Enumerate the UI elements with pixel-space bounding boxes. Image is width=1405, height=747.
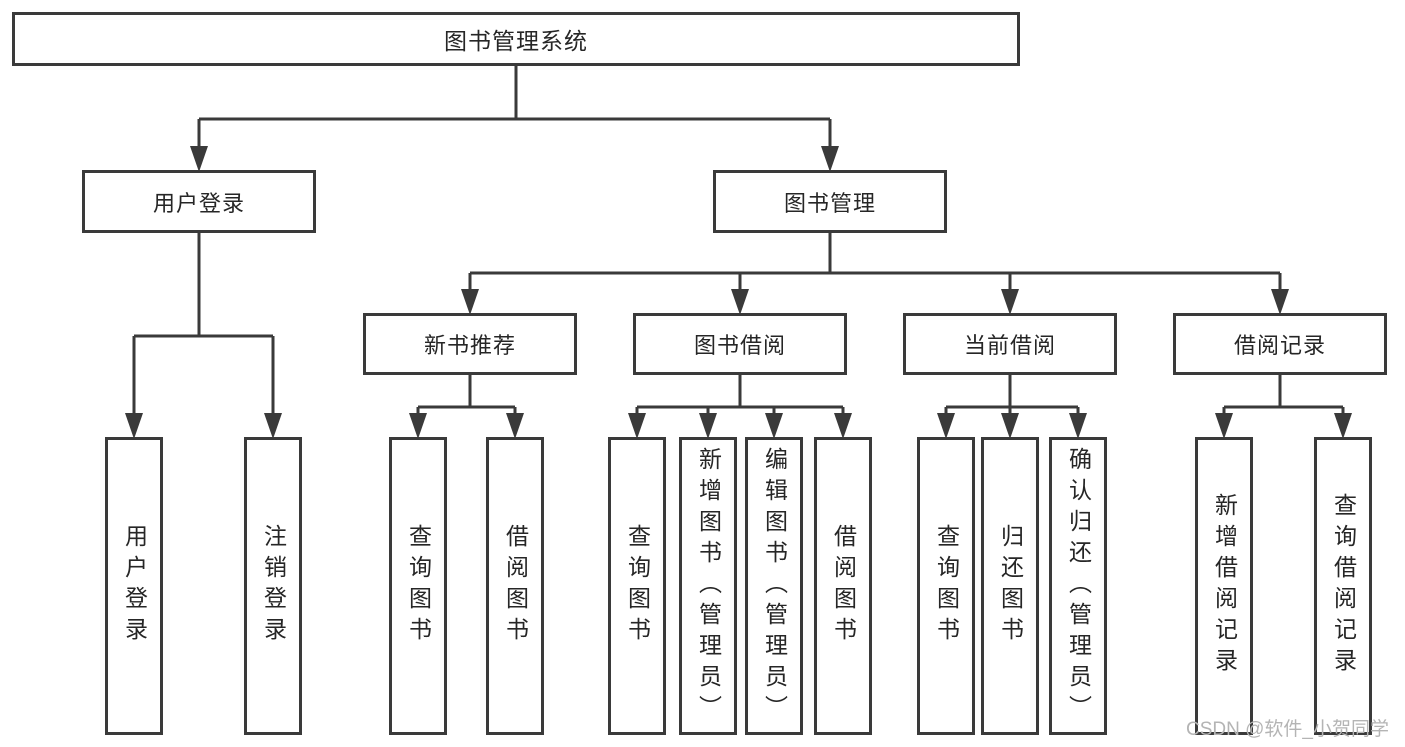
leaf-borrowing-edit-books-admin-label: 编辑图书（管理员） — [761, 446, 788, 726]
leaf-current-query-books: 查询图书 — [917, 437, 975, 735]
node-user-login-label: 用户登录 — [152, 190, 245, 216]
node-borrowing-records-label: 借阅记录 — [1233, 333, 1326, 358]
node-current-borrowing: 当前借阅 — [903, 313, 1117, 375]
node-new-book-recommend: 新书推荐 — [363, 313, 577, 375]
arrowhead-icon — [821, 146, 839, 172]
node-current-borrowing-label: 当前借阅 — [963, 333, 1056, 358]
arrowhead-icon — [937, 413, 955, 439]
node-book-management-label: 图书管理 — [783, 190, 876, 216]
leaf-recommend-query-books: 查询图书 — [389, 437, 447, 735]
leaf-borrowing-add-books-admin: 新增图书（管理员） — [679, 437, 737, 735]
node-book-management: 图书管理 — [713, 170, 947, 233]
arrowhead-icon — [1215, 413, 1233, 439]
leaf-borrowing-borrow-books-label: 借阅图书 — [830, 524, 857, 648]
node-library-management-system: 图书管理系统 — [12, 12, 1020, 66]
arrowhead-icon — [461, 289, 479, 315]
leaf-borrowing-query-books-label: 查询图书 — [624, 524, 651, 648]
arrowhead-icon — [264, 413, 282, 439]
node-book-borrowing: 图书借阅 — [633, 313, 847, 375]
csdn-watermark: CSDN @软件_小贺同学 — [1186, 719, 1389, 740]
node-borrowing-records: 借阅记录 — [1173, 313, 1387, 375]
leaf-recommend-borrow-books-label: 借阅图书 — [502, 524, 529, 648]
arrowhead-icon — [699, 413, 717, 439]
leaf-current-return-books: 归还图书 — [981, 437, 1039, 735]
leaf-current-confirm-return-admin: 确认归还（管理员） — [1049, 437, 1107, 735]
arrowhead-icon — [1271, 289, 1289, 315]
leaf-current-return-books-label: 归还图书 — [997, 524, 1024, 648]
leaf-user-login: 用户登录 — [105, 437, 163, 735]
arrowhead-icon — [1001, 413, 1019, 439]
arrowhead-icon — [409, 413, 427, 439]
arrowhead-icon — [1001, 289, 1019, 315]
leaf-recommend-query-books-label: 查询图书 — [405, 524, 432, 648]
leaf-current-query-books-label: 查询图书 — [933, 524, 960, 648]
connector-paths — [132, 66, 1345, 420]
arrowhead-icon — [628, 413, 646, 439]
node-book-borrowing-label: 图书借阅 — [693, 333, 786, 358]
arrowhead-icon — [1334, 413, 1352, 439]
leaf-logout: 注销登录 — [244, 437, 302, 735]
leaf-records-add-borrow-record-label: 新增借阅记录 — [1211, 493, 1238, 679]
arrowhead-icon — [731, 289, 749, 315]
leaf-borrowing-query-books: 查询图书 — [608, 437, 666, 735]
arrowhead-icon — [506, 413, 524, 439]
node-user-login: 用户登录 — [82, 170, 316, 233]
leaf-logout-label: 注销登录 — [260, 524, 287, 648]
arrowhead-icon — [1069, 413, 1087, 439]
node-library-management-system-label: 图书管理系统 — [444, 28, 588, 54]
leaf-records-add-borrow-record: 新增借阅记录 — [1195, 437, 1253, 735]
leaf-borrowing-add-books-admin-label: 新增图书（管理员） — [695, 446, 722, 726]
arrowhead-icon — [765, 413, 783, 439]
leaf-user-login-label: 用户登录 — [121, 524, 148, 648]
leaf-borrowing-edit-books-admin: 编辑图书（管理员） — [745, 437, 803, 735]
arrowhead-icon — [125, 413, 143, 439]
leaf-borrowing-borrow-books: 借阅图书 — [814, 437, 872, 735]
leaf-records-query-borrow-record-label: 查询借阅记录 — [1330, 493, 1357, 679]
arrowhead-icon — [190, 146, 208, 172]
leaf-current-confirm-return-admin-label: 确认归还（管理员） — [1065, 446, 1092, 726]
node-new-book-recommend-label: 新书推荐 — [423, 333, 516, 358]
leaf-records-query-borrow-record: 查询借阅记录 — [1314, 437, 1372, 735]
arrowhead-icon — [834, 413, 852, 439]
leaf-recommend-borrow-books: 借阅图书 — [486, 437, 544, 735]
arrowheads — [125, 146, 1352, 439]
